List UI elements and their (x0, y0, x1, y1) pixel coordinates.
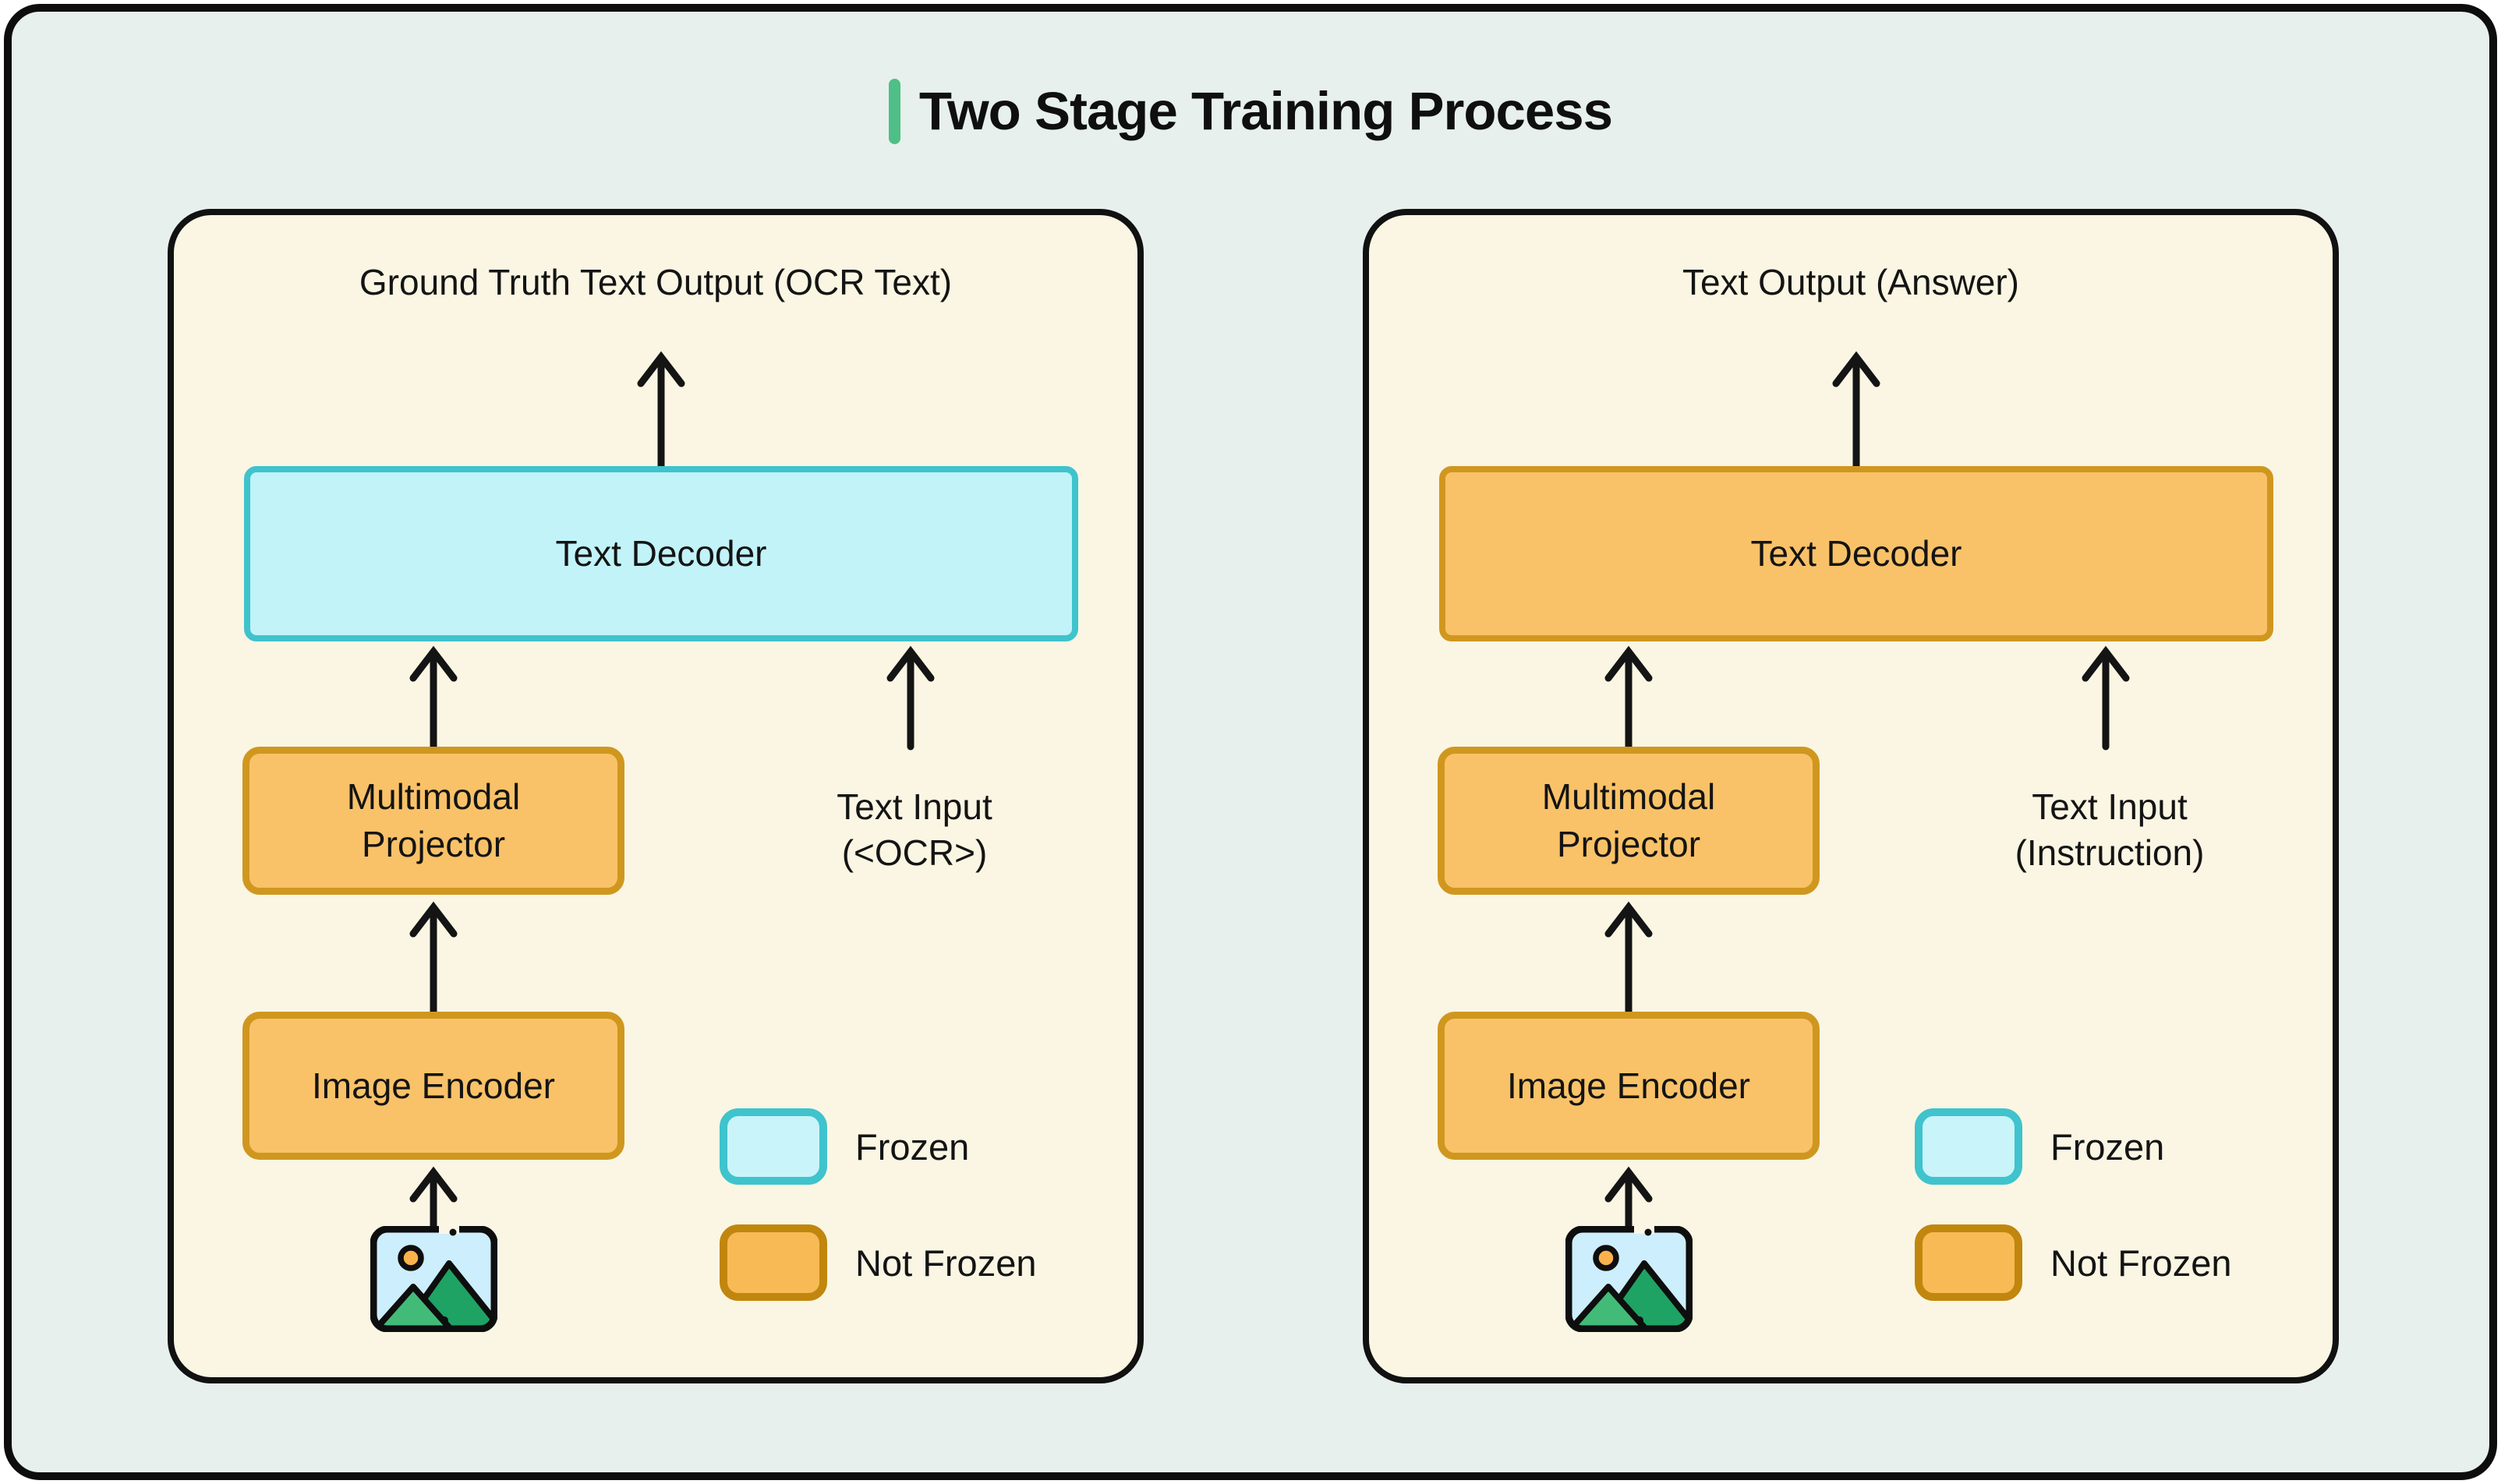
text-input-line1: Text Input (837, 786, 992, 827)
diagram-title-row: Two Stage Training Process (0, 48, 2501, 174)
arrow-projector-to-decoder (409, 645, 458, 751)
arrow-projector-to-decoder (1604, 645, 1653, 751)
legend-not-frozen: Not Frozen (1915, 1224, 2231, 1301)
stage1-panel: Ground Truth Text Output (OCR Text) Text… (168, 209, 1144, 1383)
frozen-label: Frozen (2050, 1125, 2165, 1168)
stage2-panel: Text Output (Answer) Text Decoder Multim… (1363, 209, 2339, 1383)
image-encoder-label: Image Encoder (1507, 1065, 1750, 1106)
multimodal-projector-box: Multimodal Projector (242, 747, 624, 895)
multimodal-projector-label: Multimodal Projector (1541, 776, 1716, 864)
text-input-line2: (<OCR>) (841, 832, 988, 873)
arrow-decoder-to-output (1832, 351, 1880, 470)
arrow-encoder-to-projector (1604, 901, 1653, 1016)
page-title: Two Stage Training Process (918, 81, 1613, 142)
text-input-label: Text Input (<OCR>) (720, 784, 1109, 876)
image-icon (1565, 1226, 1693, 1332)
arrow-textinput-to-decoder (2082, 645, 2130, 751)
not-frozen-swatch (720, 1224, 827, 1301)
not-frozen-label: Not Frozen (2050, 1242, 2232, 1284)
text-decoder-box: Text Decoder (1439, 466, 2273, 641)
image-encoder-label: Image Encoder (312, 1065, 555, 1106)
text-input-line2: (Instruction) (2015, 832, 2205, 873)
multimodal-projector-label: Multimodal Projector (346, 776, 521, 864)
text-input-line1: Text Input (2032, 786, 2188, 827)
arrow-textinput-to-decoder (886, 645, 935, 751)
not-frozen-label: Not Frozen (855, 1242, 1037, 1284)
image-icon (370, 1226, 497, 1332)
legend-frozen: Frozen (720, 1108, 969, 1185)
frozen-swatch (1915, 1108, 2022, 1185)
arrow-image-to-encoder (409, 1166, 458, 1232)
text-decoder-label: Text Decoder (555, 533, 767, 574)
image-encoder-box: Image Encoder (242, 1012, 624, 1160)
frozen-label: Frozen (855, 1125, 970, 1168)
stage2-output-label: Text Output (Answer) (1682, 262, 2020, 302)
multimodal-projector-box: Multimodal Projector (1438, 747, 1820, 895)
legend-not-frozen: Not Frozen (720, 1224, 1036, 1301)
text-decoder-box: Text Decoder (244, 466, 1078, 641)
text-decoder-label: Text Decoder (1750, 533, 1962, 574)
arrow-decoder-to-output (637, 351, 685, 470)
frozen-swatch (720, 1108, 827, 1185)
not-frozen-swatch (1915, 1224, 2022, 1301)
legend-frozen: Frozen (1915, 1108, 2164, 1185)
title-accent-bar (888, 78, 900, 144)
image-encoder-box: Image Encoder (1438, 1012, 1820, 1160)
arrow-image-to-encoder (1604, 1166, 1653, 1232)
stage1-output-label: Ground Truth Text Output (OCR Text) (359, 262, 953, 302)
arrow-encoder-to-projector (409, 901, 458, 1016)
text-input-label: Text Input (Instruction) (1915, 784, 2305, 876)
